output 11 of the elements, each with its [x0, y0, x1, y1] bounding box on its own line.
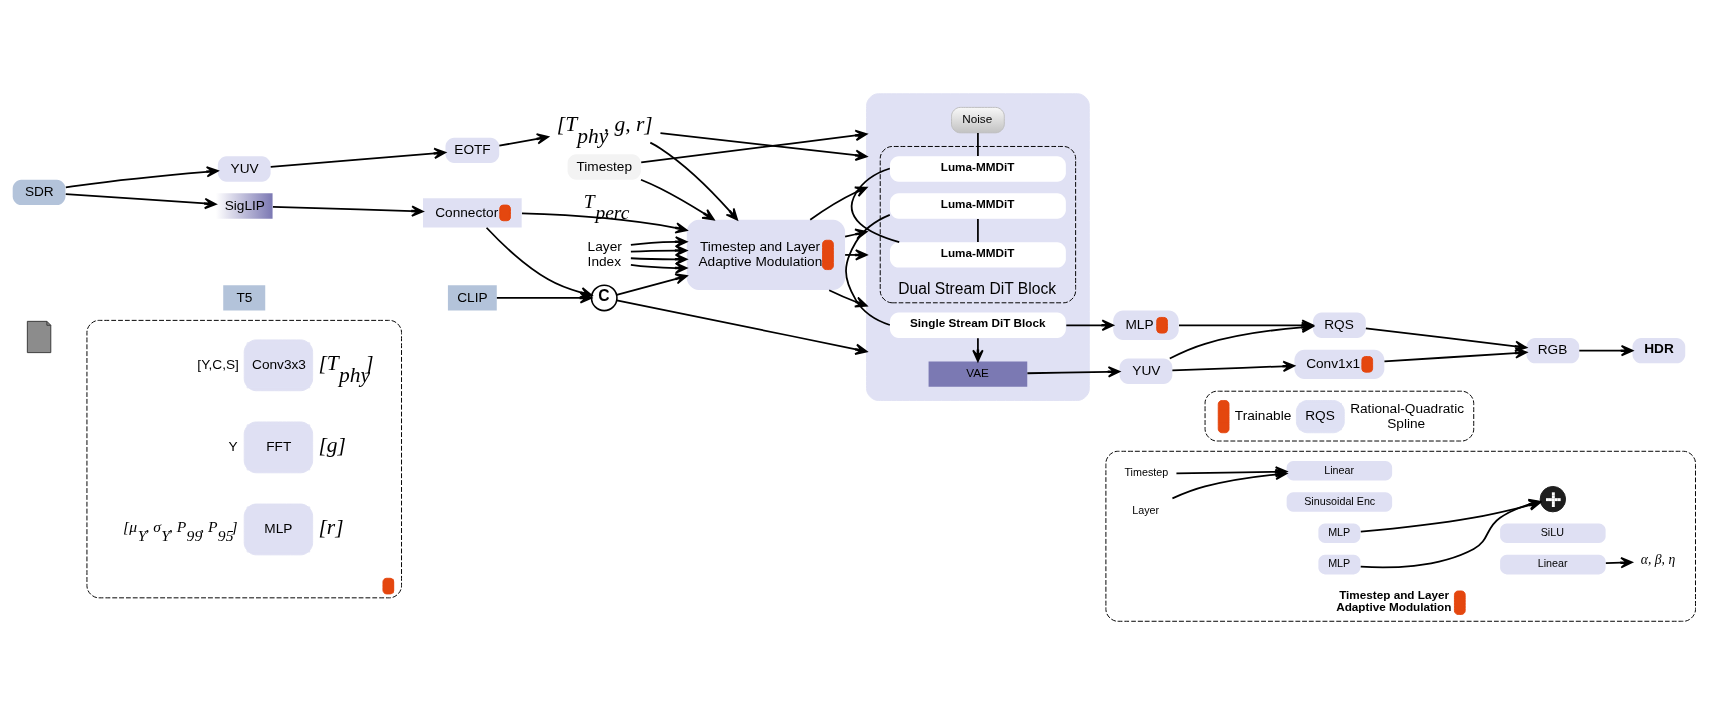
node-label: Y	[228, 438, 238, 454]
label: RQS	[1305, 407, 1335, 423]
node-text: Timestep	[1124, 465, 1169, 478]
legend-label: Rational-Quadratic Spline	[1350, 400, 1464, 431]
node-label: [r]	[318, 514, 344, 539]
node-text: α, β, η	[1640, 551, 1676, 567]
node-label: [g]	[318, 432, 346, 457]
node-text: Layer Index	[587, 238, 622, 269]
legend-label: Trainable	[1234, 407, 1292, 423]
node-label: [Y,C,S]	[197, 356, 239, 372]
node-text: Layer	[1132, 503, 1160, 516]
